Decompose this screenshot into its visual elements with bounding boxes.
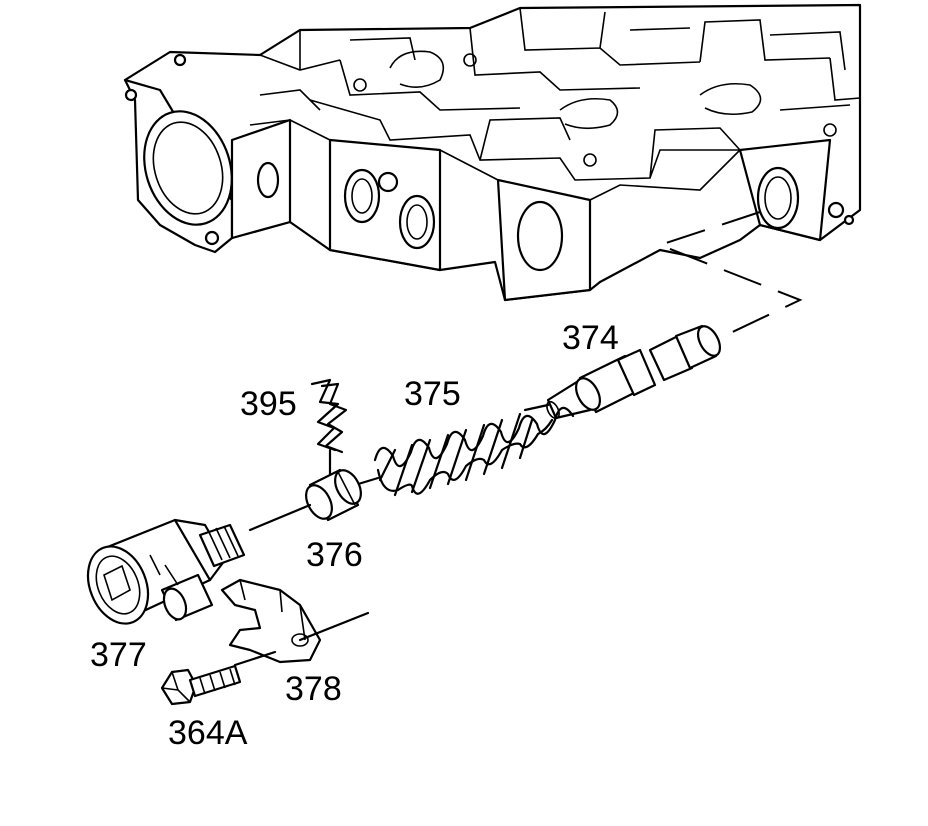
clip-395 <box>310 378 348 480</box>
assembly-centerline <box>657 211 803 346</box>
label-375: 375 <box>404 375 461 413</box>
spring-375 <box>373 406 575 497</box>
valve-374 <box>546 324 722 420</box>
label-364A: 364A <box>168 714 248 752</box>
valve-body <box>123 3 862 302</box>
retainer-378 <box>220 578 322 664</box>
bolt-364A <box>160 664 242 706</box>
label-378: 378 <box>285 670 342 708</box>
solenoid-377 <box>86 518 246 625</box>
label-377: 377 <box>90 636 147 674</box>
label-395: 395 <box>240 385 297 423</box>
label-374: 374 <box>562 319 619 357</box>
sleeve-376 <box>305 468 362 522</box>
label-376: 376 <box>306 536 363 574</box>
